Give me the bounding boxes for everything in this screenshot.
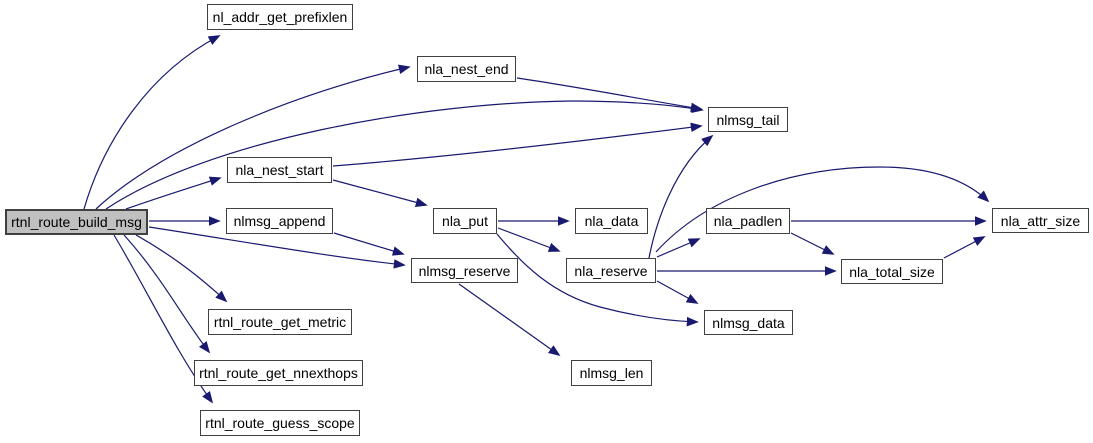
node-nla_data[interactable]: nla_data <box>575 208 648 234</box>
node-nlmsg_reserve[interactable]: nlmsg_reserve <box>411 258 518 283</box>
edge-rtnl_route_build_msg-nlmsg_reserve <box>148 226 406 269</box>
node-nla_padlen[interactable]: nla_padlen <box>706 208 790 234</box>
edge-nla_put-nlmsg_data <box>496 233 699 327</box>
node-nla_put[interactable]: nla_put <box>433 208 497 234</box>
edge-nla_reserve-nlmsg_data <box>656 280 699 304</box>
edge-rtnl_route_build_msg-nla_nest_end <box>95 64 411 210</box>
node-nlmsg_append[interactable]: nlmsg_append <box>226 208 333 234</box>
edge-nlmsg_reserve-nlmsg_len <box>458 283 561 357</box>
node-nlmsg_data[interactable]: nlmsg_data <box>704 310 793 335</box>
edge-nla_put-nla_reserve <box>497 227 561 252</box>
node-nlmsg_len[interactable]: nlmsg_len <box>571 360 652 386</box>
edge-nla_nest_start-nla_put <box>332 179 428 207</box>
node-rtnl_route_get_nnexthops[interactable]: rtnl_route_get_nnexthops <box>194 360 363 386</box>
node-nla_attr_size[interactable]: nla_attr_size <box>992 208 1089 233</box>
node-nla_total_size[interactable]: nla_total_size <box>841 259 943 284</box>
node-nl_addr_get_prefixlen[interactable]: nl_addr_get_prefixlen <box>207 4 353 30</box>
edge-rtnl_route_build_msg-rtnl_route_get_metric <box>135 234 228 303</box>
edge-nla_reserve-nla_padlen <box>656 238 701 258</box>
node-nla_reserve[interactable]: nla_reserve <box>566 258 656 283</box>
edge-nla_nest_end-nlmsg_tail <box>516 77 703 113</box>
edge-nla_reserve-nla_attr_size <box>655 166 990 253</box>
edge-nla_reserve-nlmsg_tail <box>648 134 714 259</box>
node-rtnl_route_build_msg: rtnl_route_build_msg <box>5 209 148 235</box>
node-rtnl_route_guess_scope[interactable]: rtnl_route_guess_scope <box>200 410 360 436</box>
edge-rtnl_route_build_msg-rtnl_route_get_nnexthops <box>123 234 211 354</box>
node-rtnl_route_get_metric[interactable]: rtnl_route_get_metric <box>208 309 352 335</box>
edge-rtnl_route_build_msg-nlmsg_tail <box>105 100 704 210</box>
edge-nla_padlen-nla_total_size <box>790 232 835 255</box>
edge-rtnl_route_build_msg-nla_nest_start <box>125 176 222 210</box>
edge-nla_nest_start-nlmsg_tail <box>332 122 703 167</box>
edge-rtnl_route_build_msg-nl_addr_get_prefixlen <box>83 35 221 210</box>
node-nla_nest_start[interactable]: nla_nest_start <box>227 157 332 183</box>
node-nlmsg_tail[interactable]: nlmsg_tail <box>708 107 788 132</box>
node-nla_nest_end[interactable]: nla_nest_end <box>417 56 516 82</box>
edge-nla_total_size-nla_attr_size <box>943 236 986 259</box>
edge-nlmsg_append-nlmsg_reserve <box>333 232 405 256</box>
